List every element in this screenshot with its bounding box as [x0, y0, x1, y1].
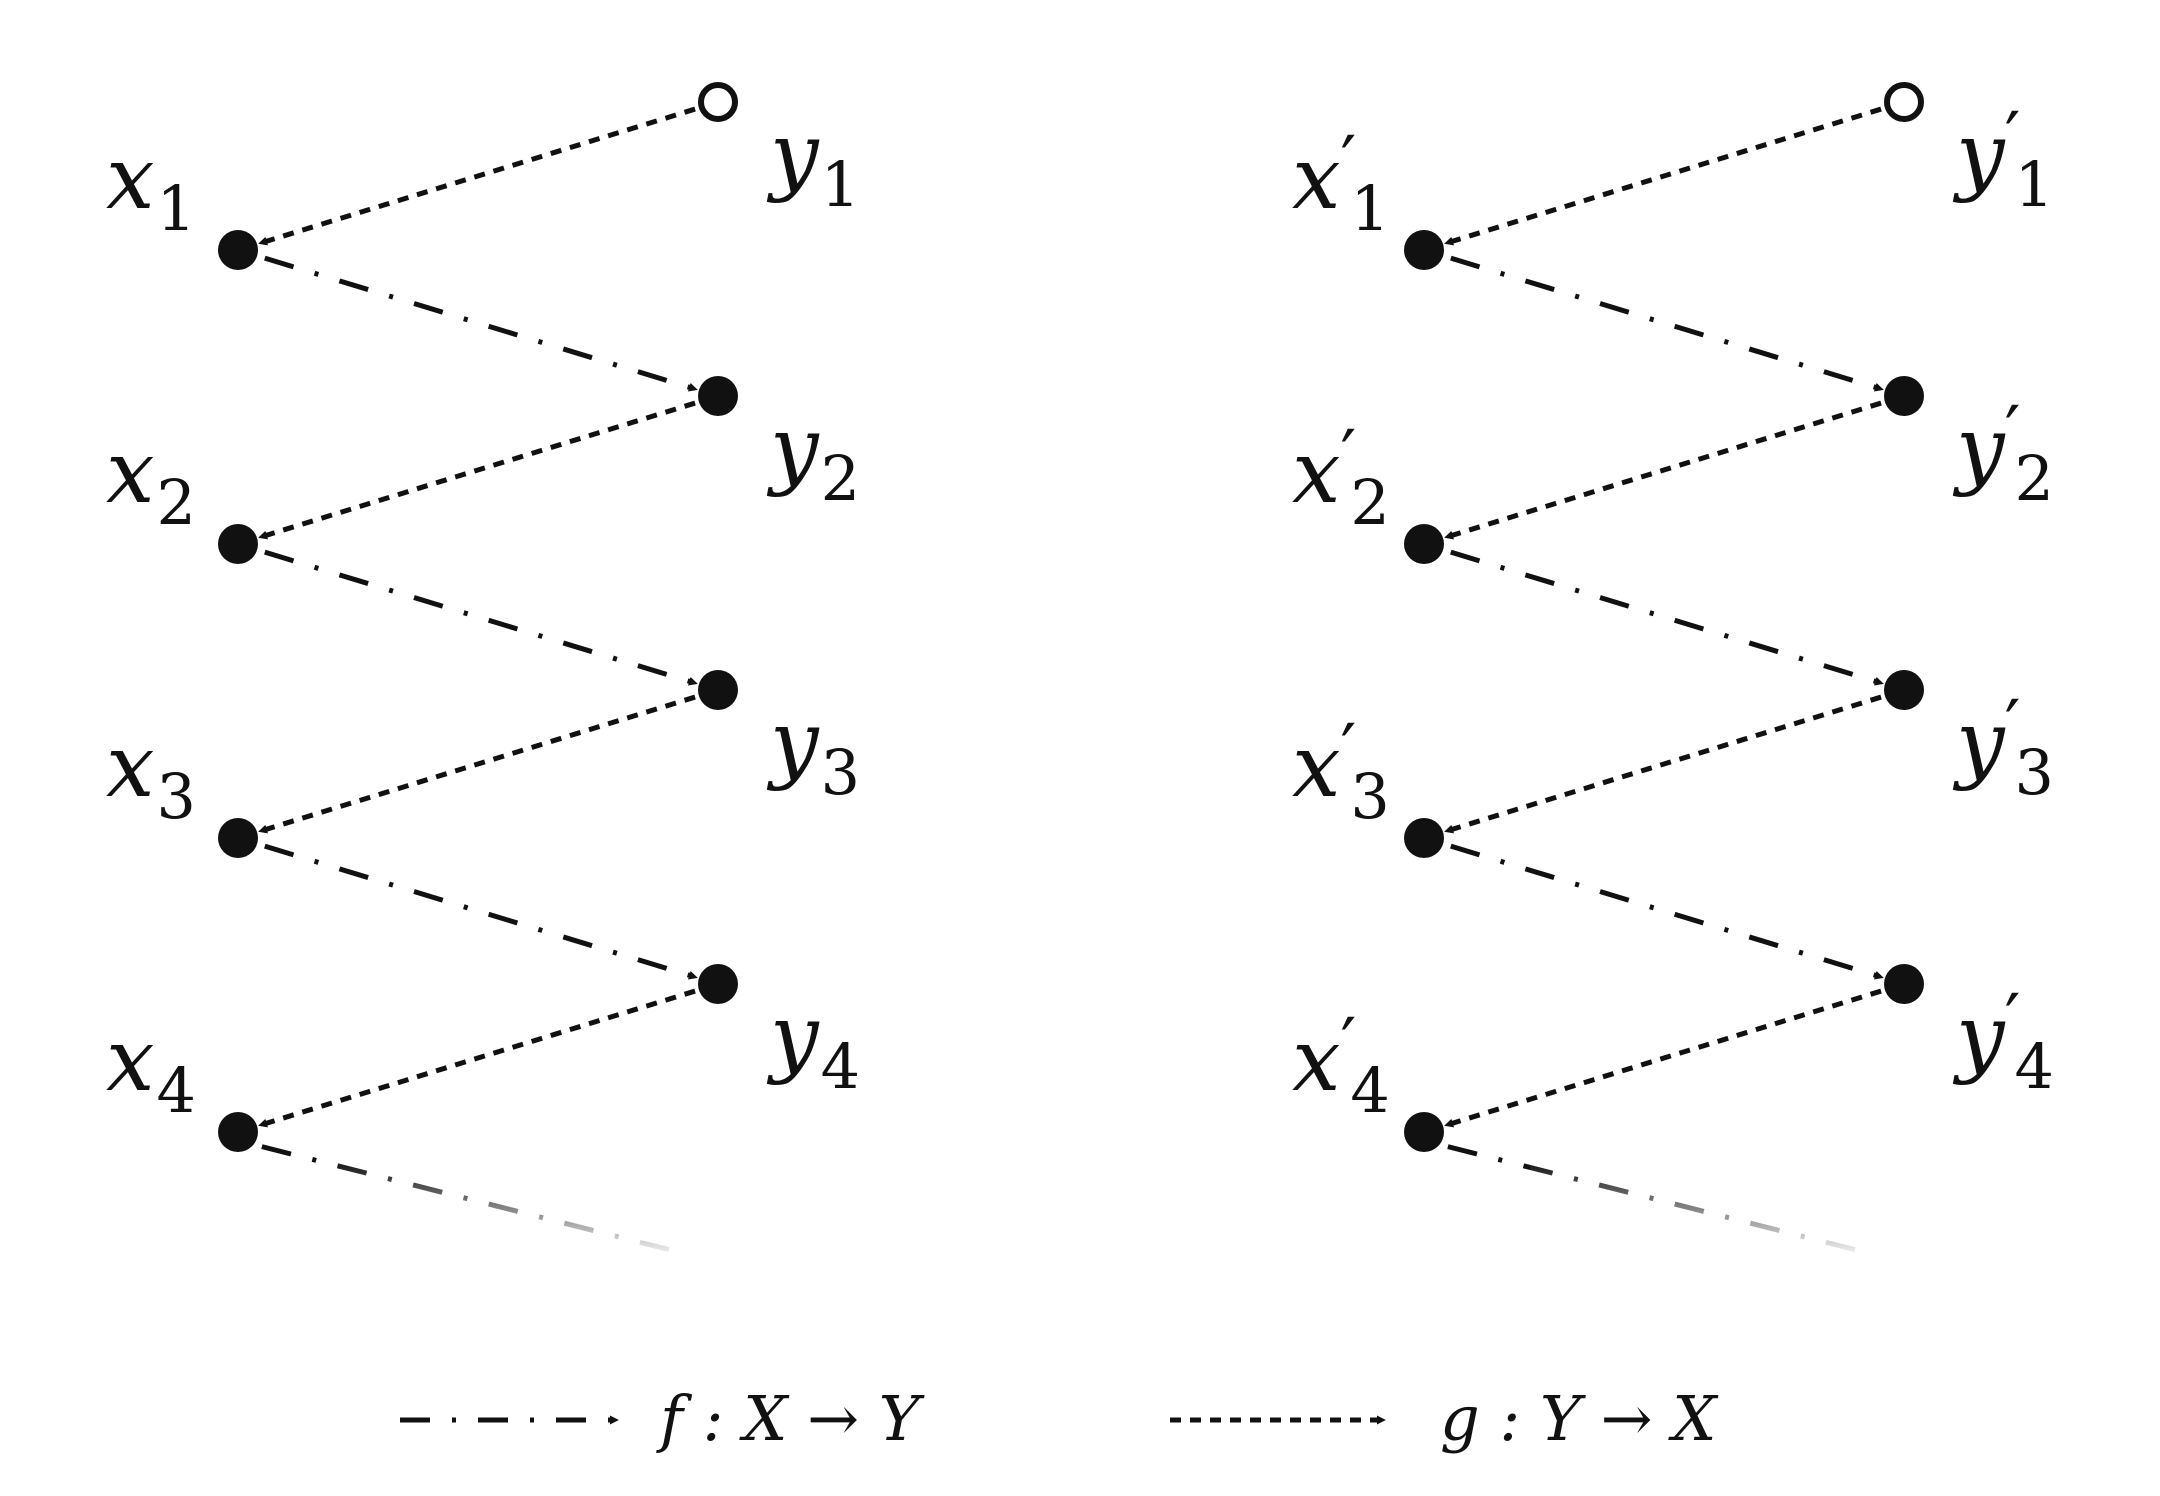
x-node-1-2 — [218, 524, 258, 564]
y-label-2-2-prime: ′ — [2005, 391, 2021, 473]
x-label-1-2: x2 — [106, 423, 196, 539]
y-label-2-1: y′1 — [1952, 97, 2054, 221]
x-node-2-3 — [1404, 818, 1444, 858]
x-label-1-1: x1 — [106, 129, 196, 245]
y-node-1-1 — [698, 82, 738, 122]
x-label-2-1-base: x — [1292, 129, 1341, 229]
fade-cut-right — [1530, 1255, 1950, 1315]
y-label-2-3-prime: ′ — [2005, 685, 2021, 767]
x-label-2-3: x′3 — [1292, 709, 1390, 833]
y-label-1-3-base: y — [766, 693, 820, 793]
x-label-2-1-prime: ′ — [1341, 121, 1357, 203]
x-label-2-2-base: x — [1292, 423, 1341, 523]
y-label-1-3-subscript: 3 — [821, 736, 860, 809]
y-label-1-2: y2 — [766, 399, 860, 515]
y-label-2-4-subscript: 4 — [2015, 1030, 2054, 1103]
g-arrow-2-1 — [1444, 106, 1882, 246]
x-label-2-2-prime: ′ — [1341, 415, 1357, 497]
legend-f-label: f : X → Y — [656, 1382, 925, 1455]
x-label-2-4-base: x — [1292, 1011, 1341, 1111]
f-arrow-1-1 — [264, 255, 698, 392]
y-label-1-4-base: y — [766, 987, 820, 1087]
x-label-1-2-subscript: 2 — [157, 466, 196, 539]
y-label-2-3: y′3 — [1952, 685, 2054, 809]
x-label-1-2-base: x — [106, 423, 155, 523]
x-label-2-2: x′2 — [1292, 415, 1390, 539]
y-label-2-1-base: y — [1952, 105, 2006, 205]
g-arrow-1-2 — [258, 400, 696, 540]
x-label-2-1: x′1 — [1292, 121, 1390, 245]
fade-overlay-right — [1530, 1160, 1950, 1260]
x-label-1-4-base: x — [106, 1011, 155, 1111]
y-label-2-4-base: y — [1952, 987, 2006, 1087]
g-arrow-2-3 — [1444, 694, 1882, 834]
y-label-2-2-subscript: 2 — [2015, 442, 2054, 515]
y-label-2-1-subscript: 1 — [2015, 148, 2054, 221]
y-node-1-4 — [698, 964, 738, 1004]
y-label-1-2-base: y — [766, 399, 820, 499]
f-arrow-1-2 — [264, 549, 698, 686]
legend: f : X → Y g : Y → X — [400, 1382, 1719, 1455]
y-label-2-4: y′4 — [1952, 979, 2054, 1103]
y-label-1-1-base: y — [766, 105, 820, 205]
y-label-2-4-prime: ′ — [2005, 979, 2021, 1061]
x-node-1-1 — [218, 230, 258, 270]
y-node-2-3 — [1884, 670, 1924, 710]
x-label-1-4: x4 — [106, 1011, 196, 1127]
x-node-2-4 — [1404, 1112, 1444, 1152]
f-arrow-1-3 — [264, 843, 698, 980]
x-label-2-4-subscript: 4 — [1350, 1054, 1389, 1127]
x-label-2-1-subscript: 1 — [1350, 172, 1389, 245]
f-arrow-2-1 — [1450, 255, 1884, 392]
x-node-1-4 — [218, 1112, 258, 1152]
y-label-1-4: y4 — [766, 987, 860, 1103]
x-label-1-3-base: x — [106, 717, 155, 817]
g-arrow-2-4 — [1444, 988, 1882, 1128]
x-label-2-4-prime: ′ — [1341, 1003, 1357, 1085]
y-label-2-3-subscript: 3 — [2015, 736, 2054, 809]
y-label-1-2-subscript: 2 — [821, 442, 860, 515]
fade-cut-left — [330, 1255, 750, 1315]
x-label-1-3-subscript: 3 — [157, 760, 196, 833]
x-label-2-3-prime: ′ — [1341, 709, 1357, 791]
x-node-2-2 — [1404, 524, 1444, 564]
legend-g-label: g : Y → X — [1440, 1382, 1719, 1455]
x-label-1-3: x3 — [106, 717, 196, 833]
x-label-2-4: x′4 — [1292, 1003, 1390, 1127]
y-node-1-3 — [698, 670, 738, 710]
y-label-1-3: y3 — [766, 693, 860, 809]
y-node-2-4 — [1884, 964, 1924, 1004]
y-label-2-2: y′2 — [1952, 391, 2054, 515]
f-arrow-2-2 — [1450, 549, 1884, 686]
x-node-2-1 — [1404, 230, 1444, 270]
x-label-1-1-base: x — [106, 129, 155, 229]
x-label-2-3-subscript: 3 — [1350, 760, 1389, 833]
f-arrow-2-3 — [1450, 843, 1884, 980]
y-label-1-1: y1 — [766, 105, 860, 221]
y-label-2-3-base: y — [1952, 693, 2006, 793]
fade-overlay-left — [330, 1160, 750, 1260]
g-arrow-1-3 — [258, 694, 696, 834]
x-label-2-3-base: x — [1292, 717, 1341, 817]
y-node-2-1 — [1884, 82, 1924, 122]
g-arrow-1-4 — [258, 988, 696, 1128]
x-label-1-4-subscript: 4 — [157, 1054, 196, 1127]
g-arrow-2-2 — [1444, 400, 1882, 540]
diagram-2: x′1x′2x′3x′4y′1y′2y′3y′4 — [1292, 82, 2054, 1255]
y-node-1-2 — [698, 376, 738, 416]
g-arrow-1-1 — [258, 106, 696, 246]
x-node-1-3 — [218, 818, 258, 858]
y-node-2-2 — [1884, 376, 1924, 416]
y-label-2-2-base: y — [1952, 399, 2006, 499]
y-label-1-4-subscript: 4 — [821, 1030, 860, 1103]
x-label-2-2-subscript: 2 — [1350, 466, 1389, 539]
y-label-1-1-subscript: 1 — [821, 148, 860, 221]
x-label-1-1-subscript: 1 — [157, 172, 196, 245]
y-label-2-1-prime: ′ — [2005, 97, 2021, 179]
